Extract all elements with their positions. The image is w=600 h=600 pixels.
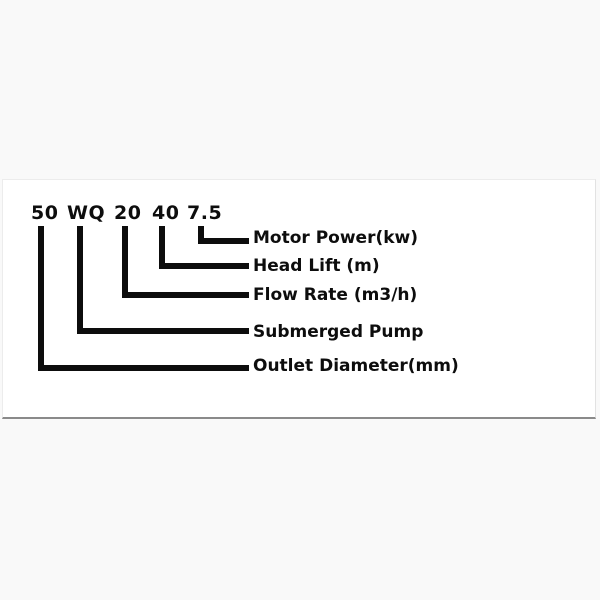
- code-part-motor-power: 7.5: [187, 202, 223, 224]
- connector-line-motor-power: [198, 226, 249, 244]
- label-outlet-diameter: Outlet Diameter(mm): [253, 356, 459, 376]
- code-part-flow-rate: 20: [114, 202, 142, 224]
- code-part-pump-type: WQ: [67, 202, 106, 224]
- label-head-lift: Head Lift (m): [253, 256, 380, 276]
- label-flow-rate: Flow Rate (m3/h): [253, 285, 418, 305]
- connector-line-submerged-pump: [77, 226, 249, 334]
- code-part-head-lift: 40: [152, 202, 180, 224]
- pump-nomenclature-panel: 50 WQ 20 40 7.5 Motor Power(kw) Head Lif…: [2, 179, 596, 419]
- connector-line-flow-rate: [122, 226, 249, 298]
- label-motor-power: Motor Power(kw): [253, 228, 419, 248]
- code-part-outlet-diameter: 50: [31, 202, 59, 224]
- connector-line-head-lift: [159, 226, 249, 269]
- connector-line-outlet-diameter: [38, 226, 249, 371]
- label-submerged-pump: Submerged Pump: [253, 322, 424, 342]
